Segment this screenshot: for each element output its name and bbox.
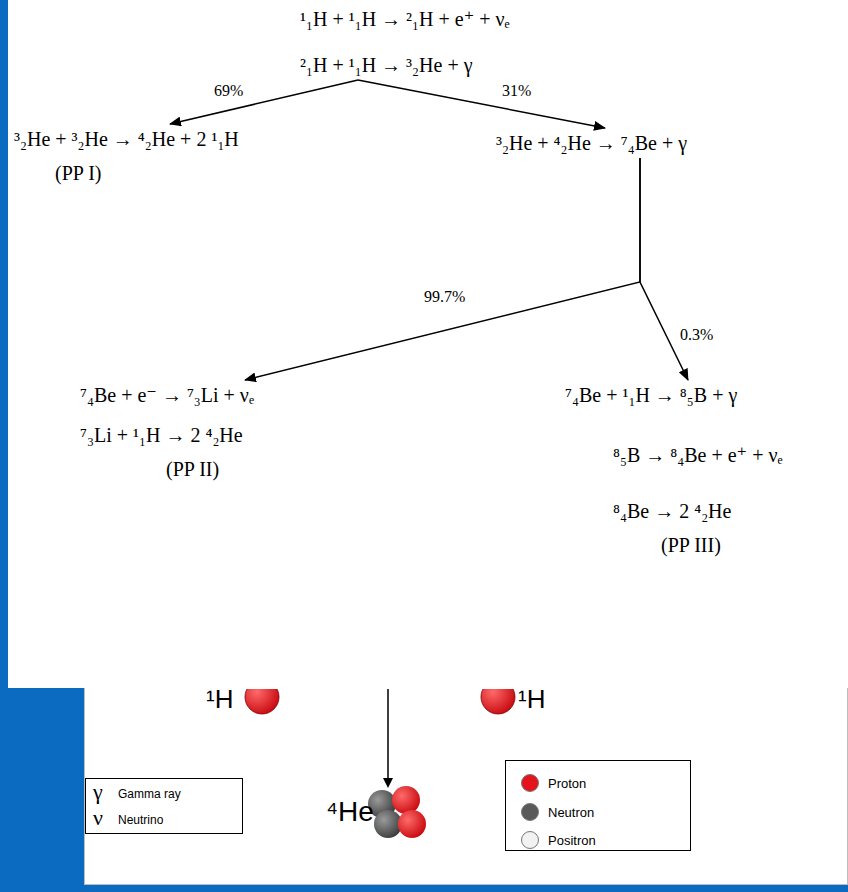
legend-swatch xyxy=(521,774,539,792)
branch-arrow xyxy=(170,80,358,124)
hydrogen-label: ¹H xyxy=(206,684,233,714)
reaction-equation: ⁷₄Be + ¹₁H → ⁸₅B + γ xyxy=(565,382,737,408)
proton-ball xyxy=(398,810,426,838)
branch-percent: 31% xyxy=(500,82,533,100)
proton-ball xyxy=(481,689,515,714)
chain-name: (PP I) xyxy=(55,160,101,186)
proton-ball xyxy=(392,786,420,814)
slide-panel xyxy=(8,0,848,688)
helium-label: ⁴He xyxy=(326,796,374,828)
reaction-equation: ³₂He + ⁴₂He → ⁷₄Be + γ xyxy=(496,130,687,156)
reaction-group: ³₂He + ⁴₂He → ⁷₄Be + γ xyxy=(492,128,692,158)
legend-text: Positron xyxy=(548,833,596,848)
reaction-equation: ³₂He + ³₂He → ⁴₂He + 2 ¹₁H xyxy=(14,126,239,152)
legend-box xyxy=(86,779,243,834)
reaction-equation: ⁷₄Be + e⁻ → ⁷₃Li + νₑ xyxy=(80,382,254,408)
legend-box xyxy=(506,761,691,851)
reaction-equation: ¹₁H + ¹₁H → ²₁H + e⁺ + νₑ xyxy=(300,6,510,32)
legend-text: Neutrino xyxy=(118,813,163,827)
reaction-group: ⁷₄Be + ¹₁H → ⁸₅B + γ ⁸₅B → ⁸₄Be + e⁺ + νₑ… xyxy=(561,380,787,560)
branch-percent: 0.3% xyxy=(678,326,715,344)
reaction-equation: ⁸₅B → ⁸₄Be + e⁺ + νₑ xyxy=(613,442,783,468)
legend-text: Neutron xyxy=(548,805,594,820)
reaction-group: ²₁H + ¹₁H → ³₂He + γ xyxy=(296,50,477,80)
reaction-group: ⁷₄Be + e⁻ → ⁷₃Li + νₑ ⁷₃Li + ¹₁H → 2 ⁴₂He… xyxy=(76,380,259,484)
branch-percent: 69% xyxy=(212,82,245,100)
reaction-equation: ⁷₃Li + ¹₁H → 2 ⁴₂He xyxy=(80,422,243,448)
reaction-arrow xyxy=(387,689,389,786)
reaction-group: ¹₁H + ¹₁H → ²₁H + e⁺ + νₑ xyxy=(296,4,514,34)
branch-arrow xyxy=(358,80,605,128)
branch-percent: 99.7% xyxy=(422,288,467,306)
proton-ball xyxy=(245,689,279,714)
reaction-group: ³₂He + ³₂He → ⁴₂He + 2 ¹₁H (PP I) xyxy=(10,124,243,188)
chain-name: (PP III) xyxy=(661,532,721,558)
legend-text: Gamma ray xyxy=(118,787,181,801)
reaction-equation: ²₁H + ¹₁H → ³₂He + γ xyxy=(300,52,473,78)
neutron-ball xyxy=(374,810,402,838)
branch-arrow xyxy=(245,158,640,380)
reaction-equation: ⁸₄Be → 2 ⁴₂He xyxy=(613,498,731,524)
branch-arrow xyxy=(640,158,688,380)
hydrogen-label: ¹H xyxy=(518,684,545,714)
legend-swatch xyxy=(521,803,539,821)
gamma-symbol: γ xyxy=(93,779,103,804)
chain-name: (PP II) xyxy=(166,456,219,482)
legend-swatch xyxy=(521,831,539,849)
neutrino-symbol: ν xyxy=(93,805,103,830)
legend-text: Proton xyxy=(548,776,586,791)
